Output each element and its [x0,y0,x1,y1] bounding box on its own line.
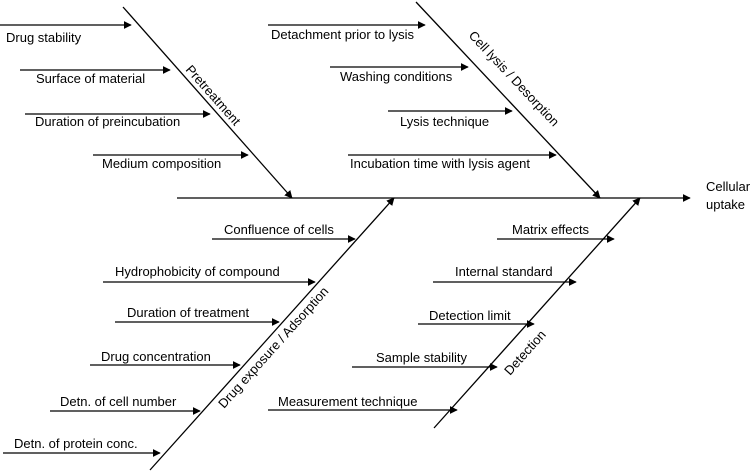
cause-label-detection: Internal standard [455,264,553,279]
bone-pretreatment [122,6,293,199]
cause-label-drug-exposure: Confluence of cells [224,222,334,237]
cause-label-drug-exposure: Hydrophobicity of compound [115,264,280,279]
cause-label-drug-exposure: Detn. of protein conc. [14,436,138,451]
cause-label-cell-lysis: Lysis technique [400,114,489,129]
cause-label-cell-lysis: Detachment prior to lysis [271,27,415,42]
category-label-pretreatment: Pretreatment [183,62,244,129]
bone-cell-lysis [415,1,601,199]
cause-label-detection: Measurement technique [278,394,417,409]
cause-label-detection: Sample stability [376,350,468,365]
category-label-detection: Detection [501,327,549,378]
category-label-drug-exposure: Drug exposure / Adsorption [215,284,331,411]
effect-label-line2: uptake [706,197,745,212]
effect-label-line1: Cellular [706,179,751,194]
bone-detection [433,197,641,429]
cause-label-drug-exposure: Duration of treatment [127,305,250,320]
cause-label-pretreatment: Surface of material [36,71,145,86]
cause-label-drug-exposure: Drug concentration [101,349,211,364]
cause-label-pretreatment: Medium composition [102,156,221,171]
cause-label-cell-lysis: Incubation time with lysis agent [350,156,530,171]
cause-label-pretreatment: Drug stability [6,30,82,45]
cause-label-detection: Matrix effects [512,222,590,237]
cause-label-detection: Detection limit [429,308,511,323]
cause-label-pretreatment: Duration of preincubation [35,114,180,129]
cause-label-drug-exposure: Detn. of cell number [60,394,177,409]
cause-label-cell-lysis: Washing conditions [340,69,453,84]
bone-drug-exposure [149,197,395,471]
